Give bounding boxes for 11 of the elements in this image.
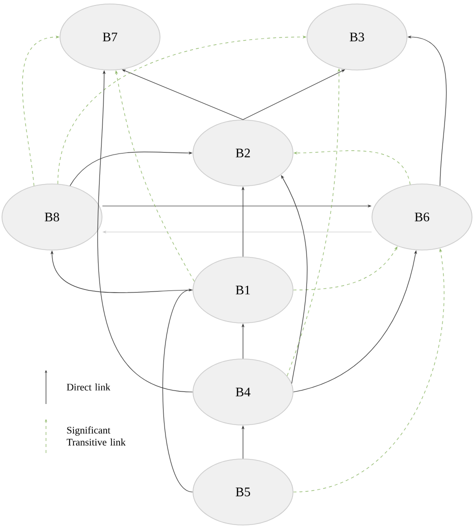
ellipse-node: B7 xyxy=(60,4,160,70)
ellipse-node: B8 xyxy=(2,184,102,250)
legend-label: Direct link xyxy=(66,383,110,390)
ellipse-node: B2 xyxy=(192,120,294,186)
ellipse-node: B3 xyxy=(306,4,408,70)
arrow xyxy=(162,288,193,492)
ellipse-node: B4 xyxy=(192,358,294,426)
ellipse-node: B1 xyxy=(192,256,294,324)
ellipse-node: B5 xyxy=(192,458,294,526)
legend-label: Significant Transitive link xyxy=(66,426,126,446)
ellipse-node: B6 xyxy=(372,184,472,250)
